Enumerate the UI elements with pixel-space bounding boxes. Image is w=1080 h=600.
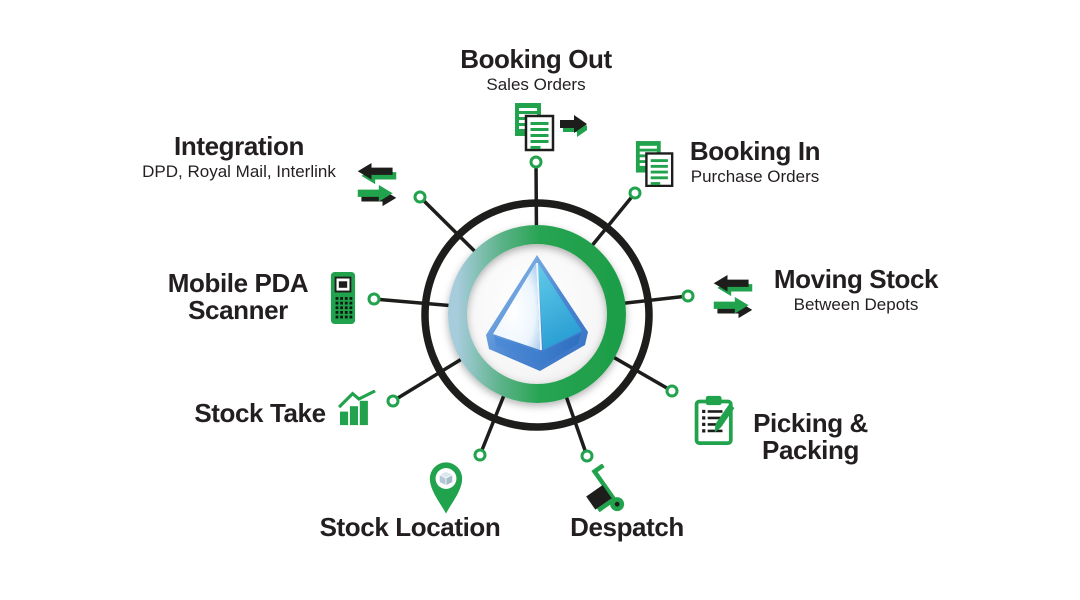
node-booking-out: Booking Out Sales Orders — [396, 46, 676, 95]
endpoint-despatch — [580, 449, 594, 463]
location-pin-icon — [429, 462, 463, 514]
bar-chart-icon — [337, 390, 376, 426]
node-title: Moving Stock — [773, 264, 939, 294]
spoke-endpoints — [367, 155, 695, 463]
endpoint-stock-take — [386, 394, 400, 408]
documents-icon — [635, 141, 674, 187]
prism-pyramid-logo — [486, 255, 588, 371]
node-subtitle: Sales Orders — [486, 75, 586, 94]
endpoint-booking-out — [529, 155, 543, 169]
green-ring — [448, 225, 626, 403]
node-stock-take: Stock Take — [185, 400, 335, 427]
endpoint-integration — [413, 190, 427, 204]
node-subtitle: DPD, Royal Mail, Interlink — [142, 162, 336, 181]
pda-scanner-icon — [330, 272, 356, 324]
node-subtitle: Between Depots — [793, 295, 919, 314]
node-mobile-pda-scanner: Mobile PDA Scanner — [156, 270, 320, 324]
node-subtitle: Purchase Orders — [690, 167, 820, 186]
clipboard-pen-icon — [694, 395, 735, 445]
node-despatch: Despatch — [552, 514, 702, 541]
hand-truck-icon — [586, 464, 625, 513]
node-title: Booking Out — [460, 44, 612, 74]
node-picking-packing: Picking & Packing — [743, 410, 878, 464]
node-title: Picking & Packing — [753, 408, 868, 465]
transfer-arrows-icon — [713, 275, 753, 319]
node-stock-location: Stock Location — [305, 514, 515, 541]
node-title: Despatch — [570, 512, 684, 542]
node-moving-stock: Moving Stock Between Depots — [768, 266, 944, 315]
endpoint-booking-in — [628, 186, 642, 200]
node-integration: Integration DPD, Royal Mail, Interlink — [133, 133, 345, 182]
endpoint-mobile-pda — [367, 292, 381, 306]
node-title: Stock Location — [319, 512, 501, 542]
node-title: Booking In — [689, 136, 821, 166]
endpoint-picking-packing — [665, 384, 679, 398]
node-title: Mobile PDA Scanner — [167, 268, 309, 325]
node-booking-in: Booking In Purchase Orders — [684, 138, 826, 187]
documents-arrow-icon — [515, 103, 587, 152]
node-title: Stock Take — [194, 398, 326, 428]
outer-ring — [421, 199, 653, 431]
endpoint-stock-location — [473, 448, 487, 462]
transfer-arrows-icon — [357, 163, 397, 207]
endpoint-moving-stock — [681, 289, 695, 303]
node-title: Integration — [174, 131, 304, 161]
